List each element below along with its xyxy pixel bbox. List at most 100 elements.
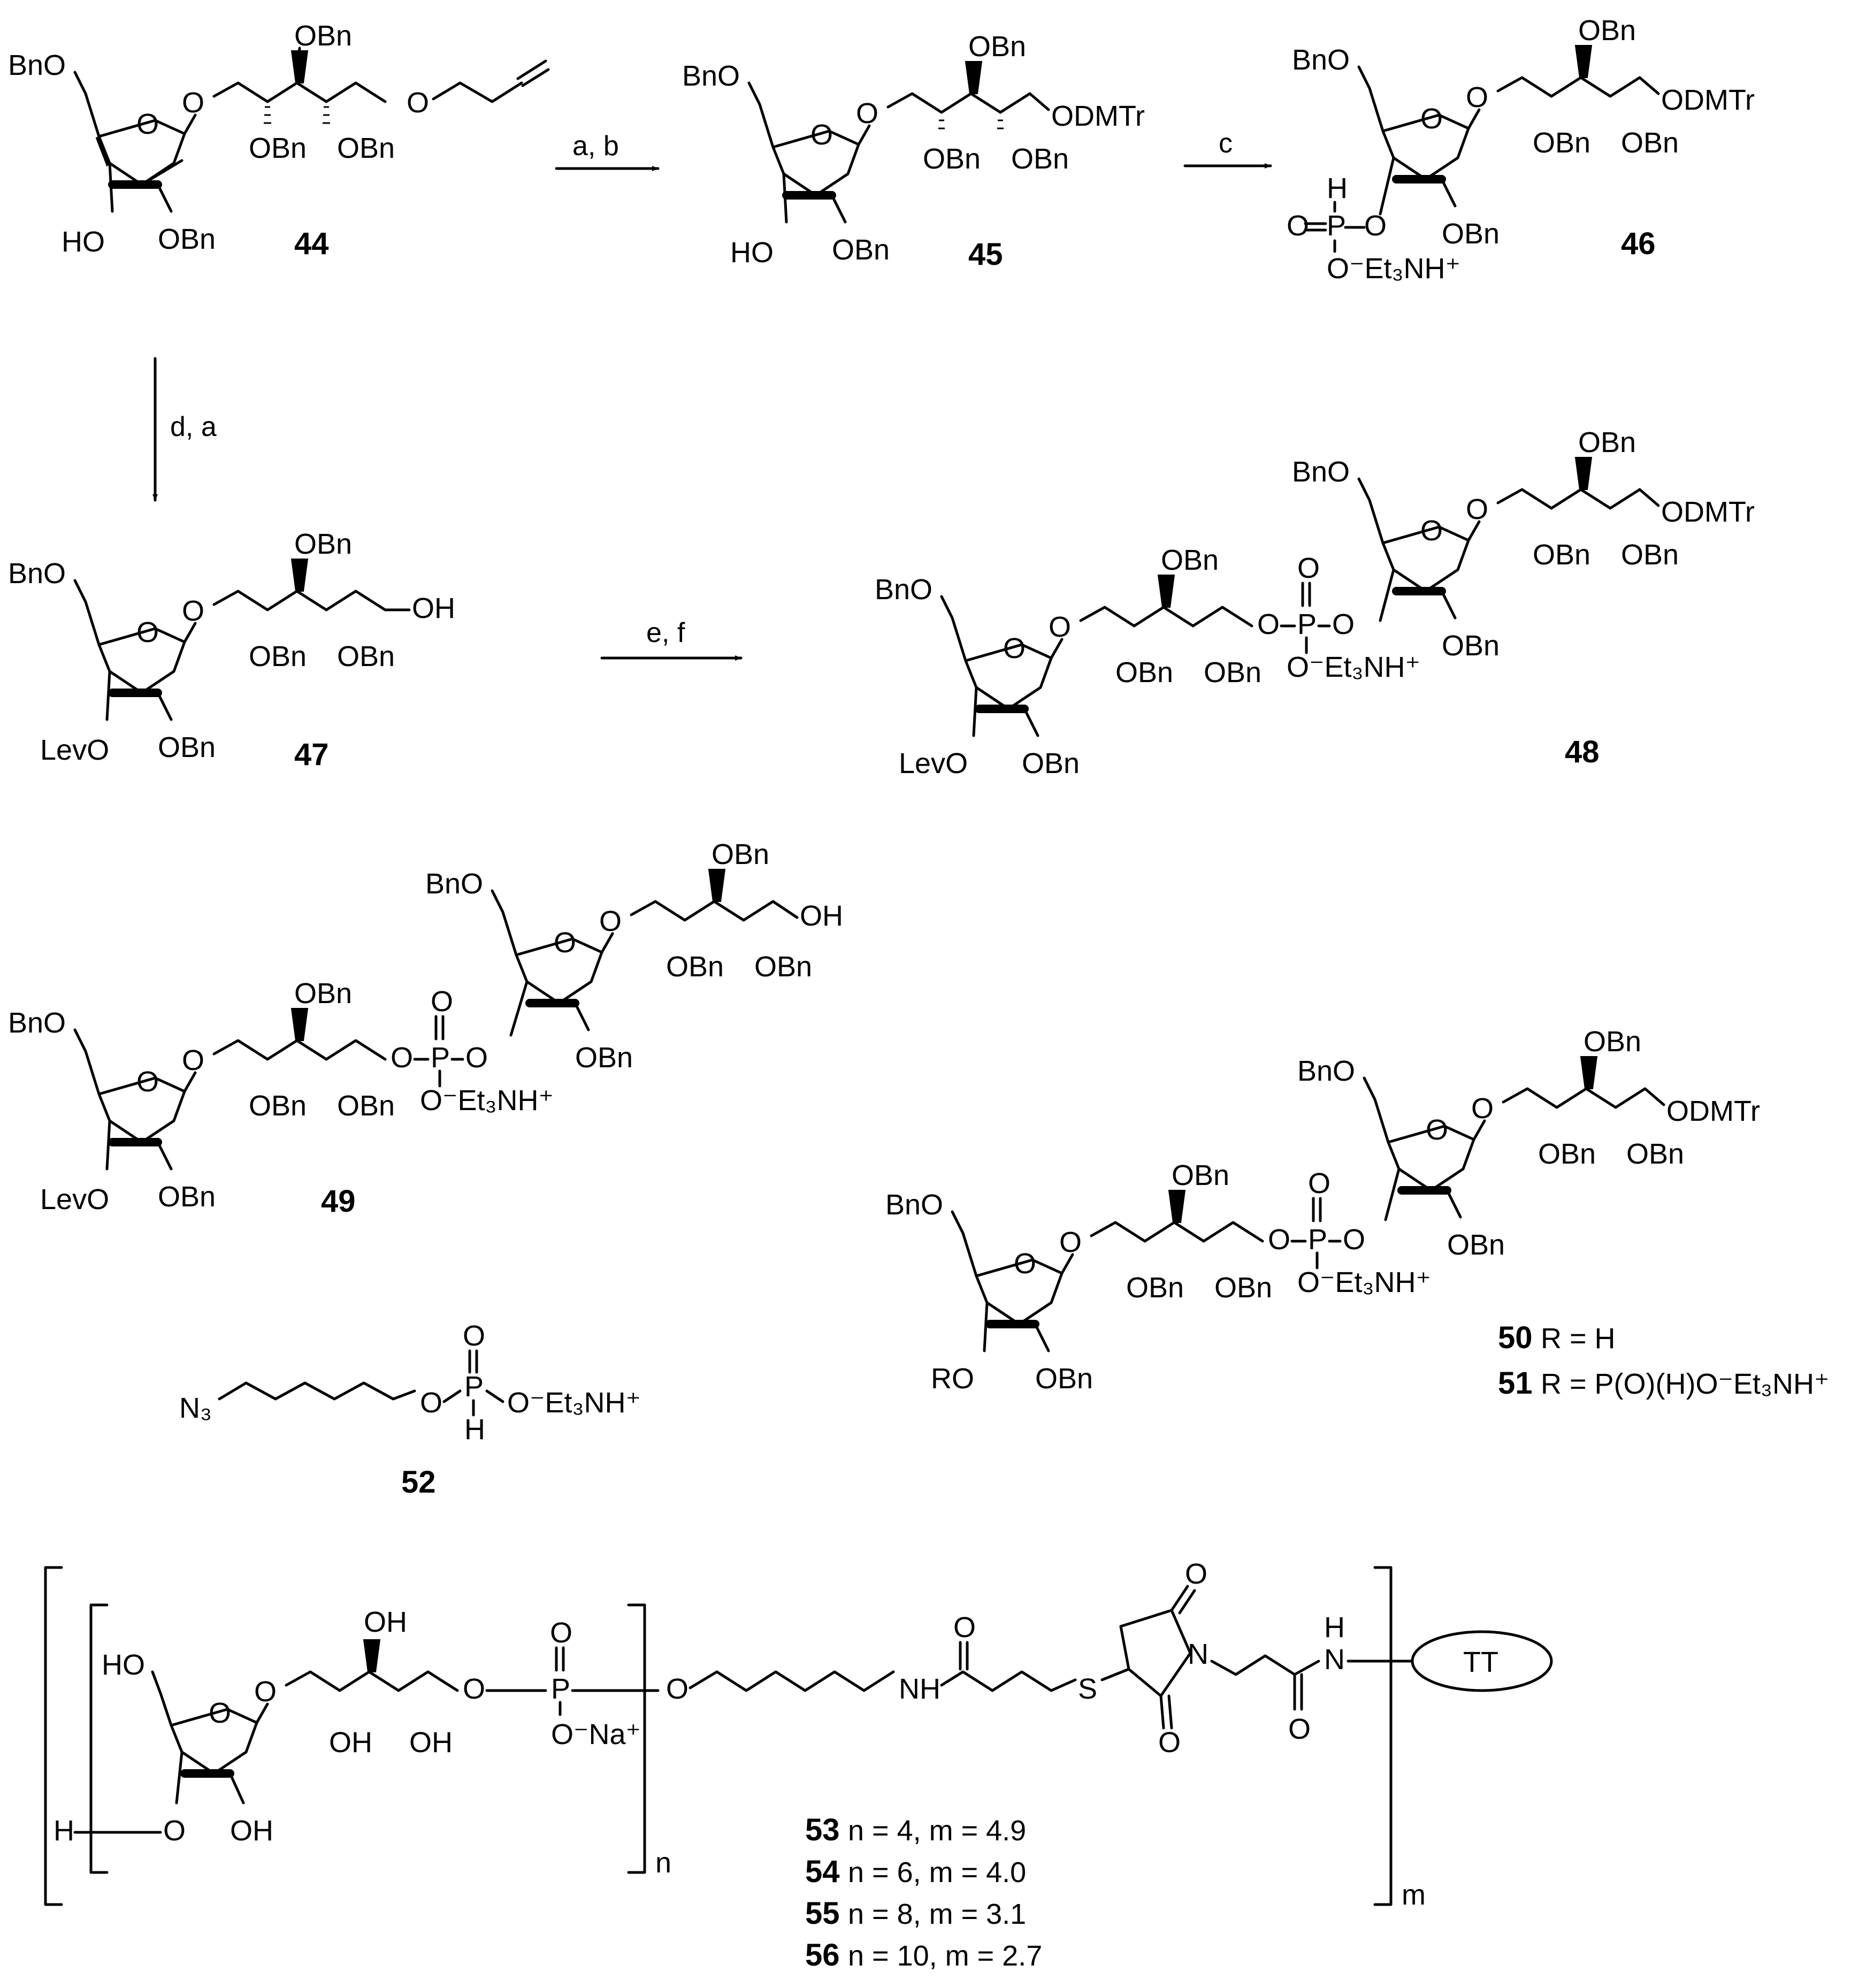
atom-label: a, b	[572, 131, 619, 162]
atom-label: OH	[329, 1726, 372, 1758]
atom-label: O	[182, 1044, 204, 1076]
atom-label: OBn	[294, 528, 352, 560]
atom-label: O	[1343, 1224, 1365, 1256]
atom-label: O	[1332, 608, 1355, 640]
atom-label: O	[1466, 81, 1488, 113]
compound-46: BnO O O P H O O⁻Et₃NH⁺ OBn O OBn OBn OBn…	[1287, 14, 1755, 285]
atom-label: OBn	[337, 132, 395, 164]
atom-label: O	[1420, 103, 1443, 135]
atom-label: OBn	[1538, 1138, 1596, 1170]
atom-label: O	[1288, 1713, 1311, 1745]
atom-label: OBn	[1204, 656, 1261, 689]
atom-label: BnO	[1292, 44, 1350, 76]
atom-label: P	[464, 1371, 484, 1403]
atom-label: O	[1420, 515, 1443, 547]
compound-48: BnO O LevO OBn O OBn OBn OBn O P O O O⁻E…	[875, 426, 1755, 779]
atom-label: P	[431, 1042, 450, 1074]
atom-label: O⁻Na⁺	[551, 1718, 641, 1750]
atom-label: TT	[1463, 1646, 1498, 1678]
conjugate-53-56: m n HO O O H OH O OH OH OH O P O O⁻Na⁺ O	[44, 1558, 1553, 1972]
atom-label: LevO	[40, 1183, 109, 1215]
atom-label: n	[655, 1847, 671, 1879]
atom-label: O	[1059, 1226, 1082, 1258]
atom-label: OBn	[923, 143, 981, 175]
atom-label: R = P(O)(H)O⁻Et₃NH⁺	[1541, 1368, 1830, 1400]
atom-label: O	[1158, 1726, 1181, 1758]
atom-label: e, f	[646, 617, 685, 648]
conjugate-entry-53: 53 n = 4, m = 4.9	[805, 1813, 1026, 1847]
atom-label: BnO	[1292, 456, 1350, 488]
atom-label: LevO	[40, 734, 109, 766]
atom-label: 49	[321, 1184, 356, 1219]
atom-label: OBn	[1214, 1272, 1272, 1304]
atom-label: BnO	[875, 574, 932, 606]
atom-label: OH	[800, 900, 843, 932]
compound-45: BnO O HO OBn O OBn OBn OBn ODMTr 45	[682, 30, 1145, 272]
compound-47: BnO O LevO OBn O OBn OBn OBn OH 47	[8, 528, 455, 772]
atom-label: OBn	[1621, 127, 1679, 159]
atom-label: O	[1268, 1224, 1290, 1256]
atom-label: 54	[805, 1854, 840, 1889]
atom-label: P	[1308, 1224, 1327, 1256]
atom-label: O	[1297, 552, 1320, 584]
atom-label: P	[1297, 608, 1317, 640]
atom-label: O	[431, 985, 453, 1018]
atom-label: ODMTr	[1661, 496, 1755, 528]
atom-label: O	[1426, 1114, 1448, 1146]
atom-label: O	[1466, 493, 1488, 525]
atom-label: 51	[1498, 1366, 1533, 1401]
atom-label: LevO	[899, 747, 968, 779]
atom-label: OBn	[337, 1090, 395, 1122]
atom-label: O⁻Et₃NH⁺	[1297, 1266, 1431, 1298]
atom-label: OBn	[158, 223, 216, 255]
atom-label: ODMTr	[1666, 1095, 1760, 1127]
atom-label: O⁻Et₃NH⁺	[1287, 651, 1420, 683]
reaction-arrow-da: d, a	[152, 357, 217, 502]
atom-label: 52	[401, 1465, 436, 1500]
atom-label: BnO	[8, 49, 66, 81]
atom-label: OBn	[1447, 1229, 1505, 1261]
atom-label: S	[1078, 1673, 1097, 1705]
atom-label: O	[182, 595, 204, 627]
atom-label: H	[53, 1815, 74, 1847]
atom-label: O	[182, 87, 204, 119]
atom-label: O⁻Et₃NH⁺	[1327, 253, 1460, 285]
atom-label: O	[1257, 608, 1280, 640]
atom-label: m	[1402, 1879, 1426, 1911]
atom-label: OBn	[1533, 539, 1590, 571]
atom-label: OBn	[249, 132, 307, 164]
atom-label: OBn	[158, 731, 216, 763]
atom-label: OBn	[1621, 539, 1679, 571]
atom-label: O	[391, 1042, 413, 1074]
atom-label: O	[550, 1617, 572, 1649]
atom-label: O⁻Et₃NH⁺	[507, 1387, 641, 1419]
atom-label: O	[463, 1673, 485, 1705]
atom-label: O	[554, 927, 576, 959]
atom-label: ODMTr	[1661, 84, 1755, 116]
atom-label: OBn	[968, 30, 1026, 63]
atom-label: OBn	[1533, 127, 1590, 159]
atom-label: RO	[931, 1363, 974, 1395]
atom-label: O	[1287, 210, 1309, 242]
atom-label: OBn	[1172, 1159, 1229, 1191]
tetanus-toxoid-carrier	[1411, 1630, 1553, 1692]
atom-label: O	[209, 1697, 231, 1729]
atom-label: n = 8, m = 3.1	[848, 1898, 1026, 1930]
atom-label: OBn	[1011, 143, 1069, 175]
atom-label: OBn	[294, 977, 352, 1010]
conjugate-entry-54: 54 n = 6, m = 4.0	[805, 1854, 1026, 1889]
atom-label: OBn	[294, 20, 352, 52]
reaction-arrow-ef: e, f	[600, 617, 743, 661]
atom-label: BnO	[682, 60, 740, 92]
atom-label: n = 10, m = 2.7	[848, 1940, 1042, 1972]
atom-label: OBn	[337, 640, 395, 672]
atom-label: d, a	[170, 411, 217, 442]
atom-label: OBn	[1442, 218, 1500, 250]
atom-label: OH	[364, 1606, 407, 1638]
atom-label: OBn	[1578, 14, 1636, 47]
atom-label: O	[136, 108, 159, 140]
atom-label: BnO	[425, 868, 483, 900]
atom-label: O	[136, 616, 159, 648]
atom-label: OBn	[249, 640, 307, 672]
